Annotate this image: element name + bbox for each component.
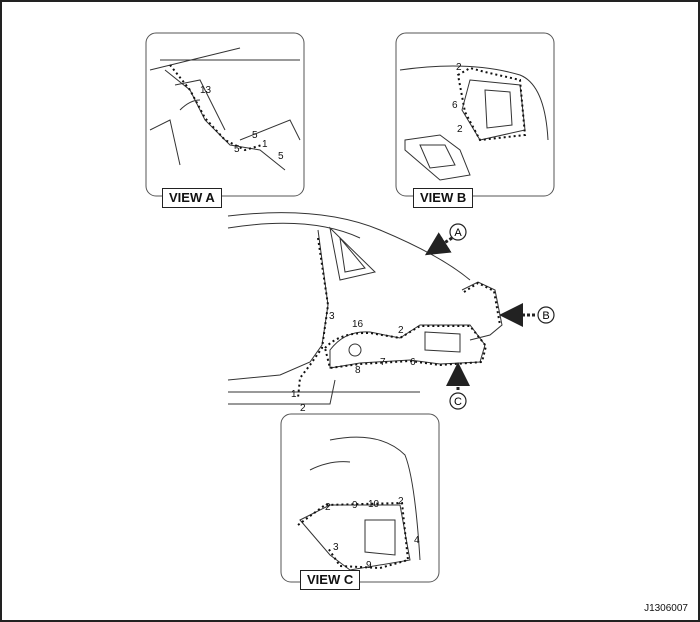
view-a-label: VIEW A [162,188,222,208]
callout-a-5-left: 5 [234,144,240,155]
callout-main-1: 1 [291,389,297,400]
callout-a-5-right: 5 [278,151,284,162]
view-c-label: VIEW C [300,570,361,590]
main-seam-pillar [297,237,330,399]
view-b-label: VIEW B [413,188,474,208]
callout-b-6: 6 [452,100,458,111]
arrow-a-letter: A [454,227,462,239]
arrow-c-letter: C [454,396,462,408]
view-b-seam [456,66,527,142]
figure-id: J1306007 [644,603,688,614]
view-arrows [424,232,535,390]
arrow-b-circle [537,306,555,324]
callout-c-4: 4 [414,535,420,546]
main-seam-wheelhouse [323,325,488,370]
view-a-sketch [149,47,301,171]
callout-c-2-left: 2 [325,502,331,513]
view-a-panel [145,32,305,197]
callout-c-9-top: 9 [352,500,358,511]
view-c-sketch [299,436,421,571]
callout-c-10: 10 [368,499,380,510]
callout-c-2-right: 2 [398,496,404,507]
view-a-seam [169,64,263,152]
callout-c-9-bottom: 9 [366,560,372,571]
main-quarter-panel [227,212,503,405]
callout-main-6: 6 [410,357,416,368]
arrow-c-circle [449,392,467,410]
callout-main-16: 16 [352,319,364,330]
callout-main-8: 8 [355,365,361,376]
callout-main-7: 7 [380,357,386,368]
callout-main-2-upper: 2 [398,325,404,336]
callout-a-5-upper: 5 [252,130,258,141]
callout-b-2-top: 2 [456,62,462,73]
arrow-b-letter: B [542,310,549,322]
view-c-panel [280,413,440,583]
callout-a-13: 13 [200,85,212,96]
callout-a-1: 1 [262,139,268,150]
main-seam-tail [463,281,501,326]
view-b-panel [395,32,555,197]
view-b-sketch [399,65,549,181]
callout-main-2-lower: 2 [300,403,306,414]
callout-c-3: 3 [333,542,339,553]
callout-main-3: 3 [329,311,335,322]
arrow-a-circle [449,223,467,241]
callout-b-2-bottom: 2 [457,124,463,135]
view-c-seam [297,501,410,570]
